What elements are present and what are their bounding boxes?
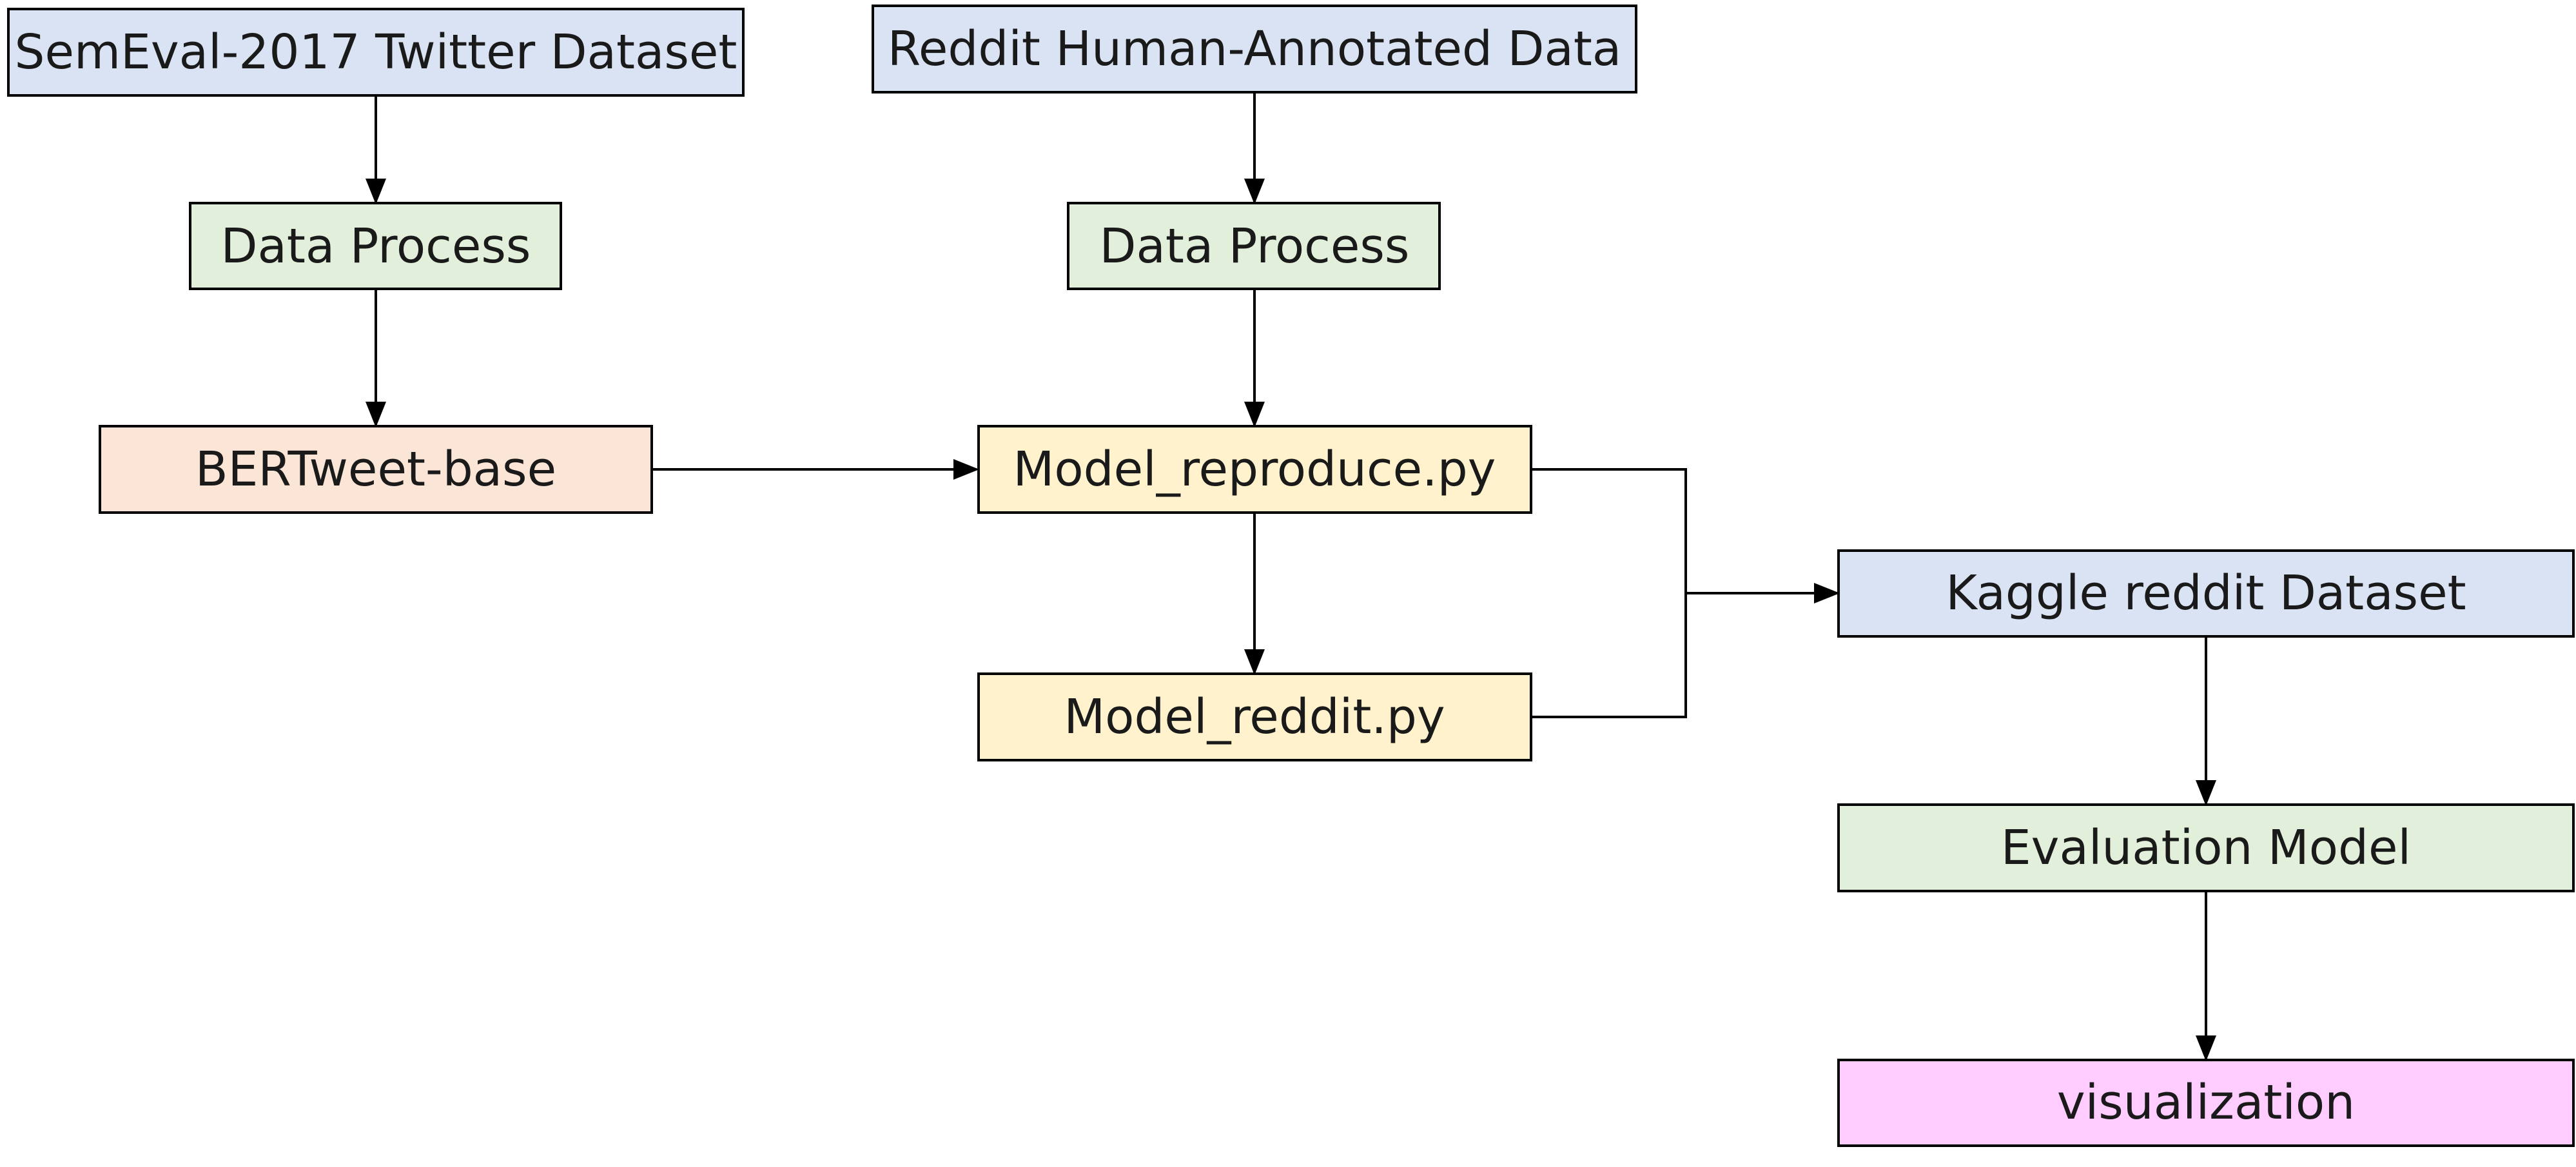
node-reddit-human: Reddit Human-Annotated Data: [872, 5, 1637, 93]
node-model-reproduce-box: [977, 425, 1532, 514]
edge-model-reddit-to-kaggle: [1531, 593, 1687, 718]
node-semeval-label: SemEval-2017 Twitter Dataset: [15, 25, 737, 80]
edges: [366, 92, 2216, 1061]
node-reddit-human-box: [872, 5, 1637, 93]
node-visualization-box: [1837, 1059, 2575, 1147]
node-model-reproduce-label: Model_reproduce.py: [1013, 442, 1496, 497]
node-reddit-human-label: Reddit Human-Annotated Data: [888, 21, 1621, 77]
node-model-reddit: Model_reddit.py: [977, 672, 1532, 761]
node-semeval-box: [7, 8, 745, 97]
node-visualization: visualization: [1837, 1059, 2575, 1147]
node-data-process-right-box: [1067, 202, 1441, 290]
node-visualization-label: visualization: [2057, 1075, 2355, 1130]
nodes: SemEval-2017 Twitter Dataset Reddit Huma…: [7, 5, 2575, 1147]
node-bertweet-box: [99, 425, 653, 514]
edge-model-reproduce-to-kaggle: [1531, 468, 1840, 603]
node-kaggle: Kaggle reddit Dataset: [1837, 549, 2575, 638]
node-data-process-left-label: Data Process: [221, 219, 531, 274]
node-kaggle-label: Kaggle reddit Dataset: [1946, 565, 2466, 621]
node-data-process-right-label: Data Process: [1100, 219, 1410, 274]
node-kaggle-box: [1837, 549, 2575, 638]
node-evaluation-box: [1837, 803, 2575, 892]
node-data-process-left-box: [189, 202, 562, 290]
node-evaluation: Evaluation Model: [1837, 803, 2575, 892]
node-model-reproduce: Model_reproduce.py: [977, 425, 1532, 514]
node-model-reddit-box: [977, 672, 1532, 761]
node-data-process-right: Data Process: [1067, 202, 1441, 290]
node-bertweet-label: BERTweet-base: [195, 442, 556, 497]
node-semeval: SemEval-2017 Twitter Dataset: [7, 8, 745, 97]
node-bertweet: BERTweet-base: [99, 425, 653, 514]
node-data-process-left: Data Process: [189, 202, 562, 290]
node-model-reddit-label: Model_reddit.py: [1064, 689, 1445, 745]
node-evaluation-label: Evaluation Model: [2001, 820, 2411, 876]
